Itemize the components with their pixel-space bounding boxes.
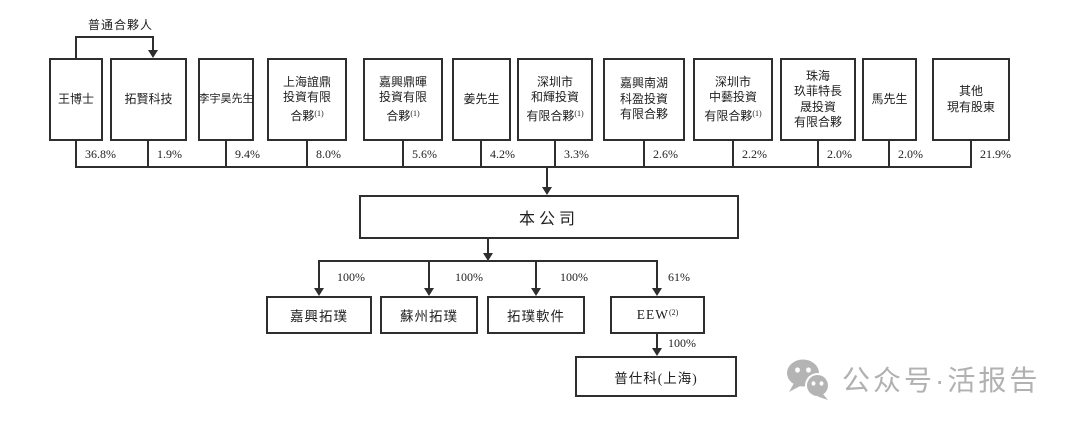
company-arrowhead-icon <box>542 187 552 195</box>
watermark-text: 公众号·活报告 <box>842 365 1041 396</box>
branch-arrowhead-1-icon <box>314 288 324 296</box>
stub-line-11 <box>888 141 890 167</box>
ownership-percent-1: 36.8% <box>85 147 116 161</box>
subsidiary-box-2: 蘇州拓璞 <box>380 296 478 334</box>
shareholder-box-8: 嘉興南湖 科盈投資 有限合夥 <box>603 58 685 141</box>
footnote-superscript: (1) <box>574 108 584 118</box>
footnote-superscript: (1) <box>314 108 324 118</box>
subsidiary-box-1: 嘉興拓璞 <box>266 296 372 334</box>
shareholder-name: 嘉興鼎暉 <box>378 74 427 89</box>
ownership-percent-5: 5.6% <box>412 147 437 161</box>
ownership-percent-7: 3.3% <box>564 147 589 161</box>
shareholder-name: 上海誼鼎 <box>282 74 331 89</box>
shareholder-box-12: 其他 現有股東 <box>932 58 1010 141</box>
shareholder-name: 姜先生 <box>463 91 500 106</box>
shareholder-box-11: 馬先生 <box>862 58 917 141</box>
shareholder-name: 王博士 <box>57 91 94 106</box>
company-box: 本公司 <box>359 195 739 239</box>
gp-arrowhead-icon <box>148 50 158 58</box>
stub-line-10 <box>817 141 819 167</box>
shareholder-name: 其他 <box>958 84 983 98</box>
shareholder-box-3: 李宇昊先生 <box>198 58 254 141</box>
footnote-superscript: (1) <box>752 108 762 118</box>
ownership-percent-6: 4.2% <box>490 147 515 161</box>
shareholder-box-10: 珠海 玖菲特長 晟投資 有限合夥 <box>780 58 856 141</box>
footnote-superscript: (2) <box>668 308 679 317</box>
subsidiary-percent-2: 100% <box>455 270 483 284</box>
stub-line-4 <box>306 141 308 167</box>
subsidiary-name: 拓璞軟件 <box>507 309 565 324</box>
branch-line-3 <box>535 261 537 289</box>
subsidiary-percent-1: 100% <box>337 270 365 284</box>
gp-connector-down <box>152 36 154 51</box>
shareholder-box-7: 深圳市 和輝投資 有限合夥(1) <box>517 58 593 141</box>
gp-connector-across <box>75 36 154 38</box>
stub-line-3 <box>225 141 227 167</box>
general-partner-label: 普通合夥人 <box>88 18 154 32</box>
subsub-arrowhead-icon <box>652 348 662 356</box>
stub-line-9 <box>732 141 734 167</box>
company-drop-line <box>546 167 548 188</box>
gp-connector-up <box>75 36 77 58</box>
shareholder-name: 珠海 <box>805 68 830 83</box>
shareholder-box-6: 姜先生 <box>452 58 511 141</box>
subsidiaries-drop-line <box>487 239 489 254</box>
subsidiary-box-4: EEW(2) <box>610 296 705 334</box>
ownership-percent-2: 1.9% <box>157 147 182 161</box>
stub-line-7 <box>554 141 556 167</box>
stub-line-2 <box>147 141 149 167</box>
ownership-percent-12: 21.9% <box>980 147 1011 161</box>
stub-line-5 <box>402 141 404 167</box>
shareholder-box-9: 深圳市 中藝投資 有限合夥(1) <box>693 58 773 141</box>
branch-line-4 <box>656 261 658 289</box>
subsidiary-name: 蘇州拓璞 <box>400 309 458 324</box>
subsidiary-percent-3: 100% <box>560 270 588 284</box>
bus-line <box>75 166 972 168</box>
subsidiary-percent-4: 61% <box>668 270 690 284</box>
ownership-percent-3: 9.4% <box>235 147 260 161</box>
shareholder-name: 馬先生 <box>871 91 908 106</box>
ownership-percent-10: 2.0% <box>827 147 852 161</box>
ownership-percent-11: 2.0% <box>898 147 923 161</box>
stub-line-6 <box>480 141 482 167</box>
shareholder-box-2: 拓賢科技 <box>110 58 187 141</box>
shareholder-name: 深圳市 <box>714 74 751 89</box>
shareholder-box-5: 嘉興鼎暉 投資有限 合夥(1) <box>363 58 443 141</box>
ownership-percent-9: 2.2% <box>742 147 767 161</box>
subsidiary-name: EEW <box>636 307 669 322</box>
subsub-percent: 100% <box>668 336 696 350</box>
shareholder-box-4: 上海誼鼎 投資有限 合夥(1) <box>267 58 347 141</box>
ownership-percent-8: 2.6% <box>653 147 678 161</box>
shareholder-box-1: 王博士 <box>49 58 103 141</box>
shareholder-name: 深圳市 <box>536 74 573 89</box>
stub-line-12 <box>970 141 972 167</box>
shareholder-name: 李宇昊先生 <box>198 92 254 105</box>
shareholder-name: 嘉興南湖 <box>619 76 668 91</box>
wechat-icon <box>787 359 830 400</box>
subsub-name: 普仕科(上海) <box>614 370 698 386</box>
subsub-box: 普仕科(上海) <box>575 356 737 397</box>
branch-arrowhead-2-icon <box>424 288 434 296</box>
subsub-drop-line <box>656 334 658 350</box>
subsidiary-name: 嘉興拓璞 <box>290 309 348 324</box>
watermark: 公众号·活报告 <box>786 358 1040 400</box>
company-name: 本公司 <box>518 211 579 228</box>
subsidiaries-splitter-line <box>318 260 658 262</box>
shareholder-name: 拓賢科技 <box>124 91 173 106</box>
branch-line-2 <box>428 261 430 289</box>
stub-line-8 <box>643 141 645 167</box>
branch-line-1 <box>318 261 320 289</box>
branch-arrowhead-3-icon <box>531 288 541 296</box>
subsidiaries-arrowhead-icon <box>483 253 493 261</box>
subsidiary-box-3: 拓璞軟件 <box>487 296 585 334</box>
ownership-percent-4: 8.0% <box>316 147 341 161</box>
stub-line-1 <box>75 141 77 167</box>
branch-arrowhead-4-icon <box>652 288 662 296</box>
footnote-superscript: (1) <box>410 108 420 118</box>
